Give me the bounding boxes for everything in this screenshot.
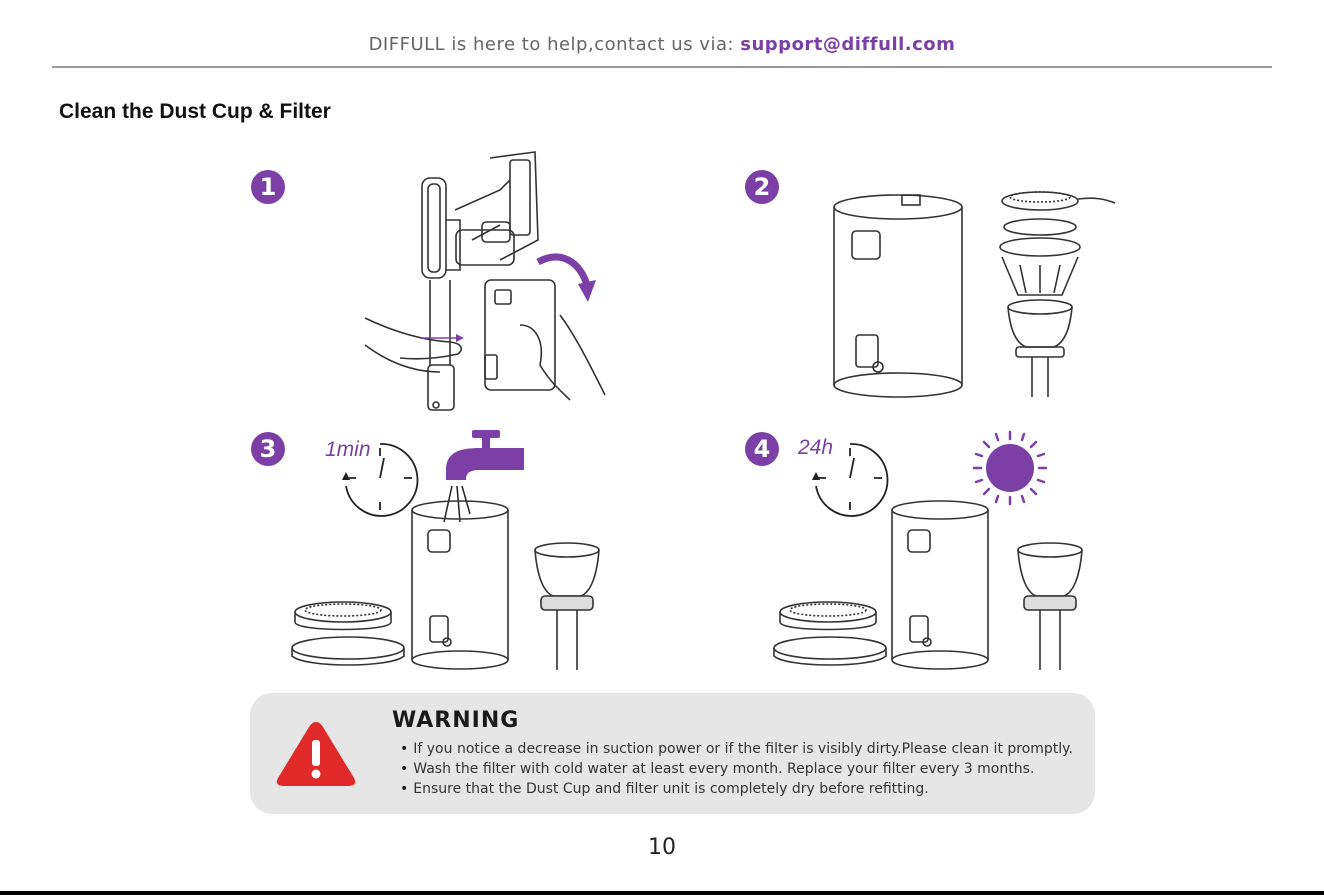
warning-list: If you notice a decrease in suction powe… [400,739,1073,799]
contact-prefix: DIFFULL is here to help,contact us via: [368,34,741,55]
warning-title: WARNING [392,708,520,733]
warning-item: Ensure that the Dust Cup and filter unit… [400,779,1073,799]
step-4-timer-label: 24h [798,436,834,459]
step-4-badge: 4 [745,432,779,466]
page-bottom-border [0,891,1324,895]
stopwatch-icon [342,443,419,517]
warning-item: Wash the filter with cold water at least… [400,759,1073,779]
faucet-icon [443,430,524,523]
step-1-illustration [364,151,606,411]
step-2-badge: 2 [745,170,779,204]
warning-item: If you notice a decrease in suction powe… [400,739,1073,759]
warning-icon [276,722,356,786]
page-number: 10 [648,835,676,860]
stopwatch-icon [812,443,889,517]
step-3-timer-label: 1min [325,438,371,461]
header-divider [52,66,1272,68]
step-1-badge: 1 [251,170,285,204]
step-4-illustration [773,500,1083,670]
step-3-illustration [291,500,600,670]
section-title: Clean the Dust Cup & Filter [59,100,331,123]
sun-icon [972,430,1048,506]
support-email-link[interactable]: support@diffull.com [740,34,956,55]
step-3-badge: 3 [251,432,285,466]
step-2-illustration [833,191,1116,398]
contact-header: DIFFULL is here to help,contact us via: … [0,34,1324,55]
